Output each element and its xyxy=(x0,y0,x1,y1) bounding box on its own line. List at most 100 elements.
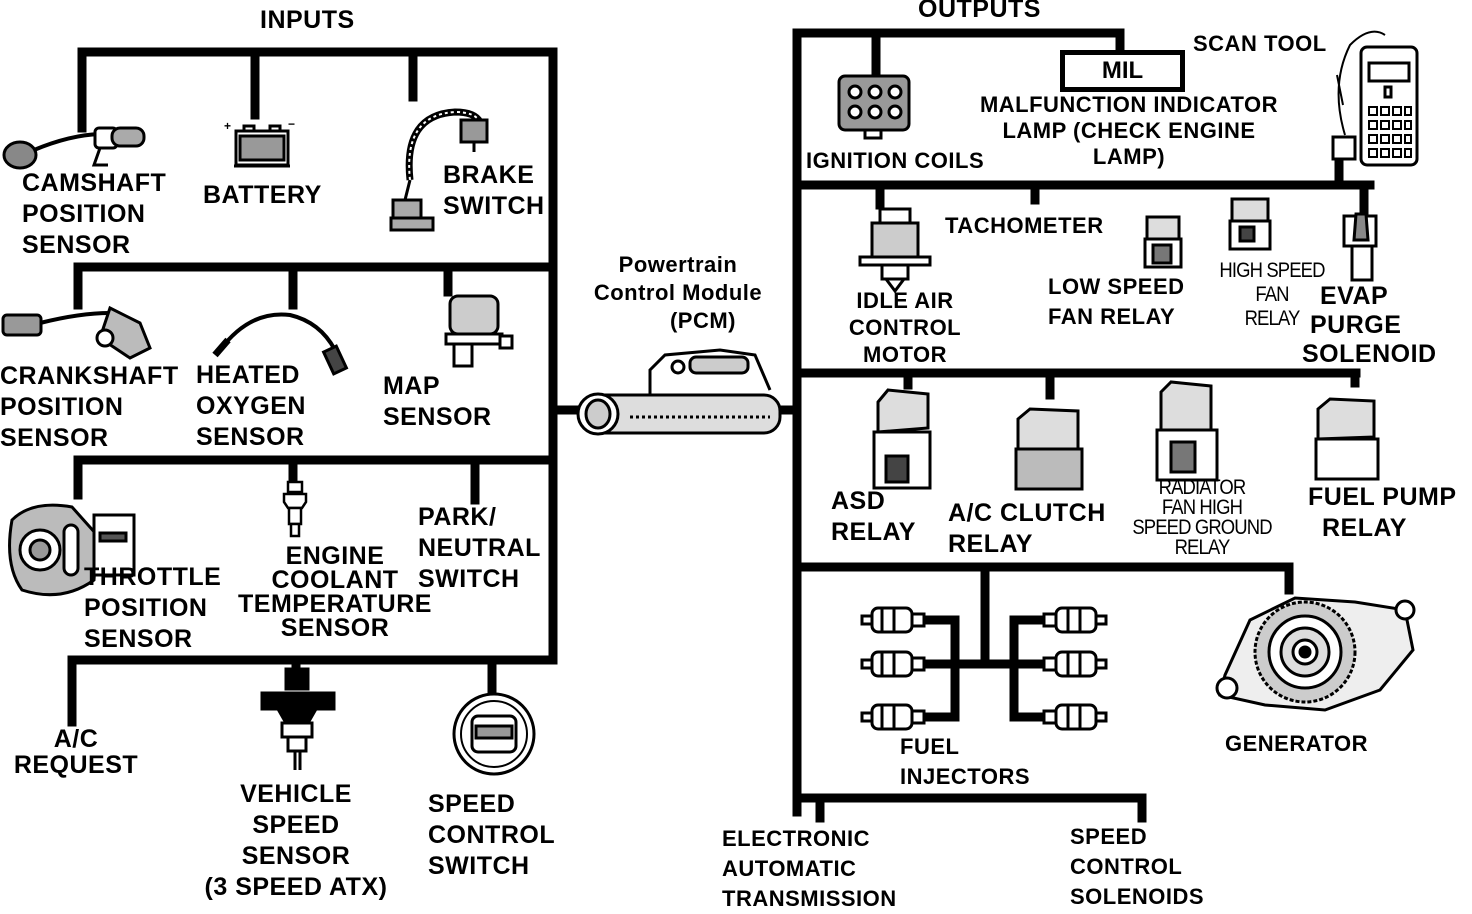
label-line: PURGE xyxy=(1310,311,1402,339)
label-line: SOLENOIDS xyxy=(1070,884,1205,909)
label-line: RELAY xyxy=(1174,536,1231,559)
brake-switch-label: BRAKE SWITCH xyxy=(443,160,545,222)
asd-relay-icon xyxy=(872,388,932,490)
pcm-module-icon xyxy=(576,348,782,436)
map-sensor-icon xyxy=(444,294,514,368)
mil-box-label: MIL xyxy=(1101,57,1144,84)
label-line: SOLENOID xyxy=(1302,340,1437,368)
label-line: CONTROL xyxy=(1070,854,1183,879)
label-line: AUTOMATIC xyxy=(722,856,857,881)
label-line: INJECTORS xyxy=(900,764,1031,789)
label-line: FAN xyxy=(1255,283,1289,306)
camshaft-position-sensor-label: CAMSHAFT POSITION SENSOR xyxy=(22,168,166,261)
fuel-injector-icon xyxy=(1042,606,1108,634)
low-speed-fan-relay-label: LOW SPEED FAN RELAY xyxy=(1048,272,1185,332)
label-line: POSITION xyxy=(0,393,124,421)
label-line: IGNITION COILS xyxy=(806,148,985,173)
high-speed-fan-relay-icon xyxy=(1228,197,1272,251)
label-line: RELAY xyxy=(831,518,916,546)
label-line: (PCM) xyxy=(669,308,737,333)
label-line: SWITCH xyxy=(443,192,545,220)
label-line: SPEED xyxy=(252,811,340,839)
label-line: FUEL xyxy=(900,734,960,759)
mil-lamp-icon: MIL xyxy=(1060,50,1185,92)
speed-control-switch-icon xyxy=(452,692,536,776)
label-line: FAN RELAY xyxy=(1048,304,1176,329)
label-line: A/C xyxy=(53,725,99,753)
label-line: BRAKE xyxy=(443,161,535,189)
inputs-header: INPUTS xyxy=(260,6,355,34)
label-line: (3 SPEED ATX) xyxy=(204,873,388,901)
label-line: RELAY xyxy=(1244,307,1301,330)
ignition-coil-icon xyxy=(837,74,911,140)
label-line: IDLE AIR xyxy=(856,288,954,313)
label-line: HEATED xyxy=(196,361,300,389)
label-line: SENSOR xyxy=(22,231,131,259)
svg-text:+: + xyxy=(224,119,231,133)
speed-control-solenoids-label: SPEED CONTROL SOLENOIDS xyxy=(1070,822,1204,912)
label-line: HIGH SPEED xyxy=(1219,259,1325,282)
label-line: EVAP xyxy=(1320,282,1389,310)
idle-air-motor-icon xyxy=(858,207,932,294)
camshaft-sensor-icon xyxy=(2,126,146,170)
input-bus-row-1 xyxy=(77,47,558,665)
label-line: LOW SPEED xyxy=(1048,274,1185,299)
vehicle-speed-sensor-icon xyxy=(260,667,336,770)
solenoid-icon xyxy=(1342,212,1378,282)
label-line: VEHICLE xyxy=(240,780,352,808)
crankshaft-sensor-icon xyxy=(1,305,152,360)
label-line: RADIATOR xyxy=(1158,476,1247,499)
fuel-injector-icon xyxy=(1042,703,1108,731)
label-line: SPEED GROUND xyxy=(1132,516,1272,539)
fuel-pump-relay-icon xyxy=(1314,397,1380,481)
fuel-injector-icon xyxy=(860,606,926,634)
label-line: BATTERY xyxy=(203,181,322,209)
label-line: MOTOR xyxy=(863,342,947,367)
label-line: CONTROL xyxy=(428,821,556,849)
label-line: Control Module xyxy=(593,280,763,305)
low-speed-fan-relay-icon xyxy=(1143,215,1183,269)
label-line: NEUTRAL xyxy=(418,534,541,562)
throttle-sensor-icon xyxy=(8,503,136,597)
label-line: Powertrain xyxy=(618,252,738,277)
scan-tool-label: SCAN TOOL xyxy=(1193,30,1327,57)
label-line: POSITION xyxy=(22,200,146,228)
label-line: SWITCH xyxy=(428,852,530,880)
label-line: LAMP (CHECK ENGINE xyxy=(1002,118,1256,143)
label-line: TRANSMISSION xyxy=(722,886,897,911)
label-line: SENSOR xyxy=(280,614,390,642)
radiator-fan-relay-icon xyxy=(1155,380,1219,482)
label-line: TACHOMETER xyxy=(945,213,1104,238)
outputs-header: OUTPUTS xyxy=(918,0,1041,23)
label-line: OXYGEN xyxy=(196,392,306,420)
label-line: FAN HIGH xyxy=(1161,496,1243,519)
oxygen-sensor-icon xyxy=(212,312,349,376)
label-line: CAMSHAFT xyxy=(22,169,167,197)
coolant-sensor-icon xyxy=(282,480,308,538)
output-bus-main xyxy=(792,28,1125,817)
label-line: SENSOR xyxy=(84,625,193,653)
fuel-injector-icon xyxy=(860,703,926,731)
svg-text:−: − xyxy=(288,118,295,131)
label-line: REQUEST xyxy=(13,751,139,779)
label-line: PARK/ xyxy=(418,503,497,531)
label-line: GENERATOR xyxy=(1225,731,1369,756)
label-line: A/C CLUTCH xyxy=(948,499,1106,527)
label-line: SENSOR xyxy=(241,842,351,870)
vehicle-speed-sensor-label: VEHICLE SPEED SENSOR (3 SPEED ATX) xyxy=(196,779,396,903)
battery-icon: + − xyxy=(224,118,295,168)
label-line: SPEED xyxy=(1070,824,1148,849)
